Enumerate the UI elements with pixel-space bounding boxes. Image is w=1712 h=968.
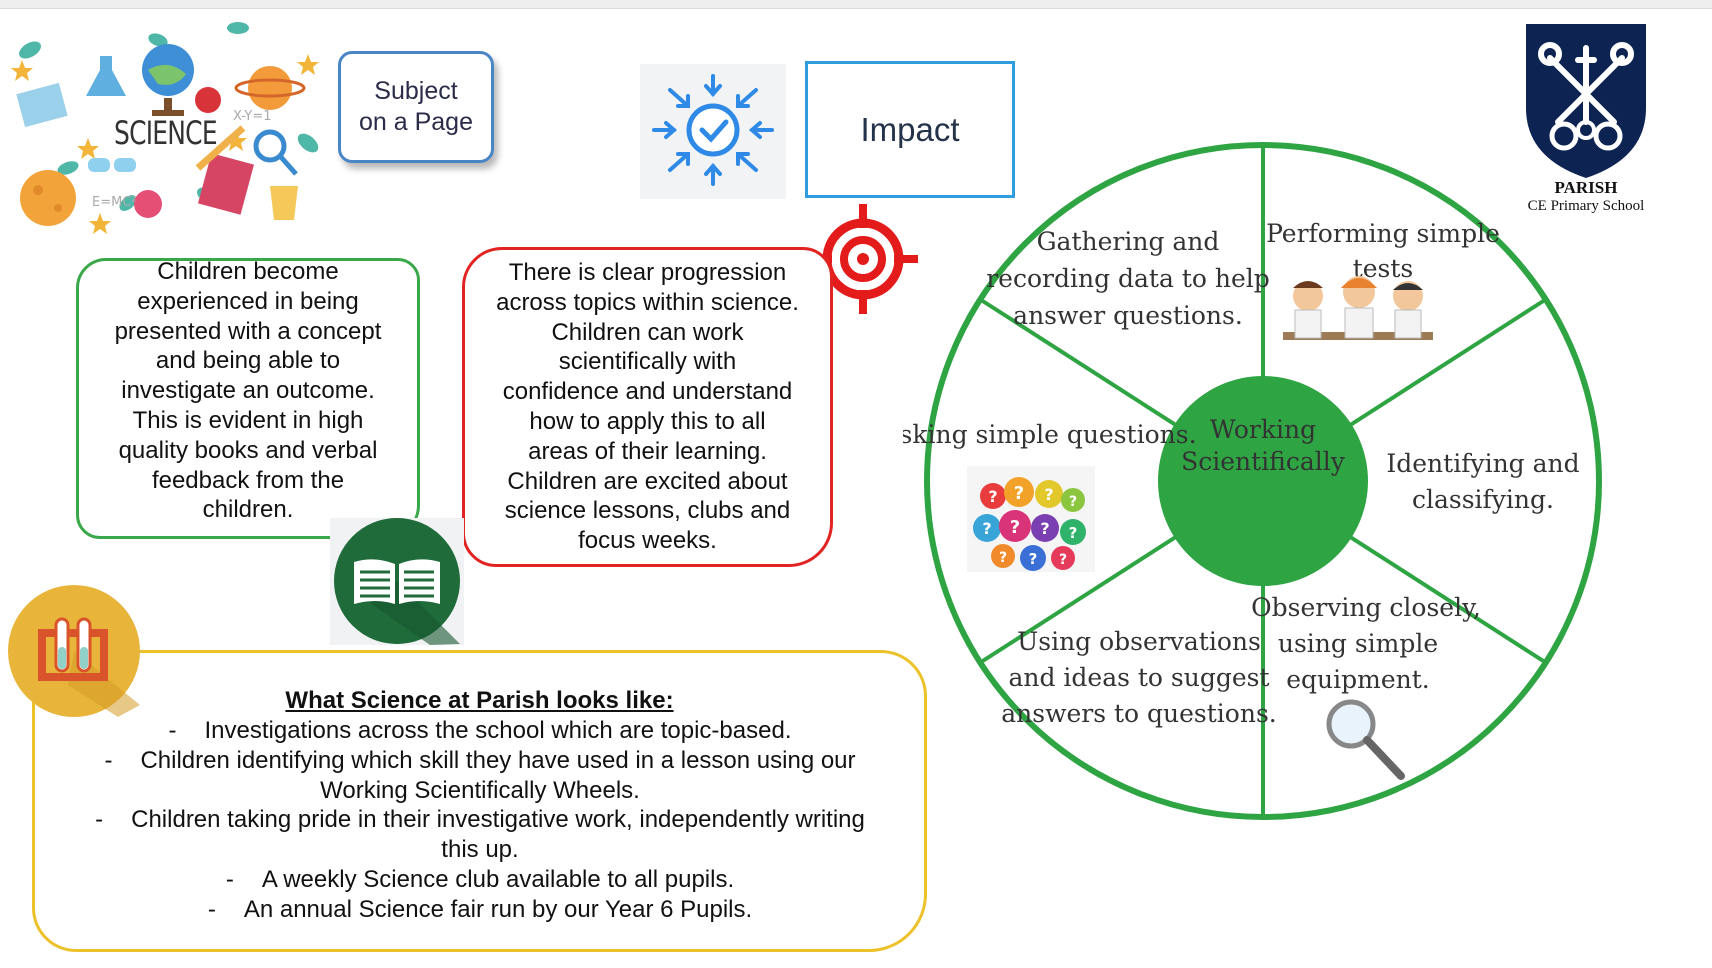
- subject-line-2: on a Page: [359, 108, 473, 136]
- science-collage: E=MC² X-Y=1 SCIENCE: [8, 18, 326, 236]
- question-mark: ?: [988, 487, 997, 506]
- green-callout-text: Children become experienced in being pre…: [79, 257, 417, 525]
- red-text-line: focus weeks.: [578, 527, 717, 555]
- green-text-line: children.: [202, 496, 294, 524]
- working-scientifically-wheel: Working Scientifically Gathering and rec…: [880, 136, 1623, 856]
- bullet-item: -An annual Science fair run by our Year …: [65, 895, 895, 925]
- wheel-using-line: answers to questions.: [1001, 699, 1277, 728]
- green-text-line: investigate an outcome.: [121, 377, 375, 405]
- wheel-observing-line: equipment.: [1286, 665, 1430, 694]
- bullet-text: A weekly Science club available to all p…: [261, 865, 735, 893]
- subject-line-1: Subject: [374, 77, 458, 105]
- red-text-line: science lessons, clubs and: [504, 497, 791, 525]
- magnifying-glass-icon: [1326, 699, 1405, 780]
- green-text-line: and being able to: [155, 347, 341, 375]
- children-scientists-image: [1283, 276, 1433, 340]
- bullet-text: Investigations across the school which a…: [204, 717, 792, 744]
- question-mark: ?: [1010, 517, 1020, 538]
- school-name-title: PARISH: [1554, 178, 1618, 197]
- school-name-subtitle: CE Primary School: [1527, 198, 1645, 214]
- bullet-text: An annual Science fair run by our Year 6…: [243, 895, 753, 923]
- question-mark: ?: [1044, 485, 1053, 504]
- yellow-callout-box: What Science at Parish looks like: -Inve…: [32, 650, 927, 952]
- bullet-text: Children taking pride in their investiga…: [131, 806, 865, 834]
- wheel-performing-line: Performing simple: [1266, 219, 1500, 248]
- school-crest-logo: [1520, 18, 1652, 183]
- green-text-line: presented with a concept: [114, 317, 382, 345]
- red-text-line: scientifically with: [558, 348, 737, 376]
- question-mark: ?: [1069, 524, 1078, 542]
- red-text-line: how to apply this to all: [529, 407, 766, 435]
- open-book-icon: [330, 518, 464, 645]
- bullet-item: -Children identifying which skill they h…: [65, 746, 895, 776]
- question-mark: ?: [982, 519, 991, 538]
- red-text-line: There is clear progression: [508, 259, 787, 286]
- bullet-text: Children identifying which skill they ha…: [140, 746, 856, 774]
- green-text-line: This is evident in high: [132, 406, 364, 434]
- wheel-identifying-line: Identifying and: [1386, 449, 1579, 478]
- wheel-asking-line: Asking simple questions.: [903, 420, 1197, 449]
- question-mark: ?: [999, 550, 1007, 566]
- yellow-box-title: What Science at Parish looks like:: [285, 687, 674, 714]
- bullet-item: -Investigations across the school which …: [65, 716, 895, 746]
- red-text-line: confidence and understand: [502, 378, 793, 406]
- bullet-dash: -: [225, 865, 234, 893]
- bullet-dash: -: [207, 895, 216, 923]
- wheel-gathering-line: Gathering and: [1037, 227, 1220, 256]
- svg-text:E=MC²: E=MC²: [92, 195, 137, 210]
- red-callout-box: There is clear progression across topics…: [462, 247, 833, 567]
- wheel-using-line: and ideas to suggest: [1008, 663, 1269, 692]
- question-marks-image: ? ? ? ? ? ? ? ? ? ? ?: [967, 466, 1095, 572]
- bullet-item: -Children taking pride in their investig…: [65, 805, 895, 835]
- green-text-line: Children become: [157, 258, 339, 285]
- arrows-check-icon: [640, 64, 786, 199]
- red-text-line: areas of their learning.: [528, 437, 767, 465]
- window-top-edge: [0, 0, 1712, 9]
- test-tubes-icon: [8, 585, 140, 717]
- red-text-line: Children are excited about: [507, 467, 788, 495]
- red-text-line: Children can work: [551, 318, 744, 346]
- question-mark: ?: [1059, 552, 1067, 568]
- bullet-dash: -: [95, 806, 104, 834]
- question-mark: ?: [1040, 519, 1049, 538]
- green-text-line: feedback from the: [151, 466, 345, 494]
- subject-on-a-page-label: Subject on a Page: [338, 51, 494, 163]
- green-callout-box: Children become experienced in being pre…: [76, 258, 420, 539]
- bullet-list: -Investigations across the school which …: [65, 716, 895, 925]
- green-text-line: experienced in being: [137, 287, 359, 315]
- green-text-line: quality books and verbal: [118, 436, 378, 464]
- science-label: SCIENCE: [114, 114, 218, 152]
- bullet-dash: -: [168, 717, 177, 744]
- svg-text:X-Y=1: X-Y=1: [233, 109, 272, 124]
- question-mark: ?: [1014, 483, 1024, 504]
- bullet-dash: -: [104, 746, 113, 774]
- school-name: PARISH CE Primary School: [1500, 178, 1672, 215]
- wheel-center-line-1: Working: [1210, 415, 1316, 444]
- wheel-center-line-2: Scientifically: [1181, 447, 1346, 476]
- bullet-continuation: this up.: [441, 836, 519, 864]
- red-text-line: across topics within science.: [496, 288, 799, 316]
- red-callout-text: There is clear progression across topics…: [465, 258, 830, 556]
- wheel-observing-line: Observing closely,: [1251, 593, 1481, 622]
- wheel-gathering-line: recording data to help: [986, 264, 1270, 293]
- wheel-gathering-line: answer questions.: [1013, 301, 1243, 330]
- wheel-using-line: Using observations: [1017, 627, 1261, 656]
- wheel-identifying-line: classifying.: [1412, 485, 1554, 514]
- question-mark: ?: [1069, 494, 1077, 510]
- bullet-continuation: Working Scientifically Wheels.: [320, 776, 640, 804]
- wheel-observing-line: using simple: [1278, 629, 1438, 658]
- impact-heading: Impact: [805, 61, 1015, 198]
- question-mark: ?: [1029, 550, 1038, 568]
- bullet-item: -A weekly Science club available to all …: [65, 865, 895, 895]
